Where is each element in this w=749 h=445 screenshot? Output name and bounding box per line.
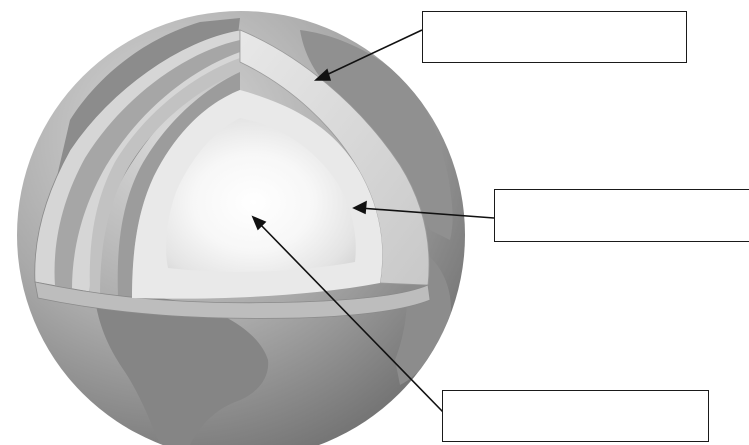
label-box-crust[interactable] [422, 11, 687, 63]
label-box-inner-core[interactable] [442, 390, 709, 442]
label-box-outer-core[interactable] [494, 189, 749, 242]
